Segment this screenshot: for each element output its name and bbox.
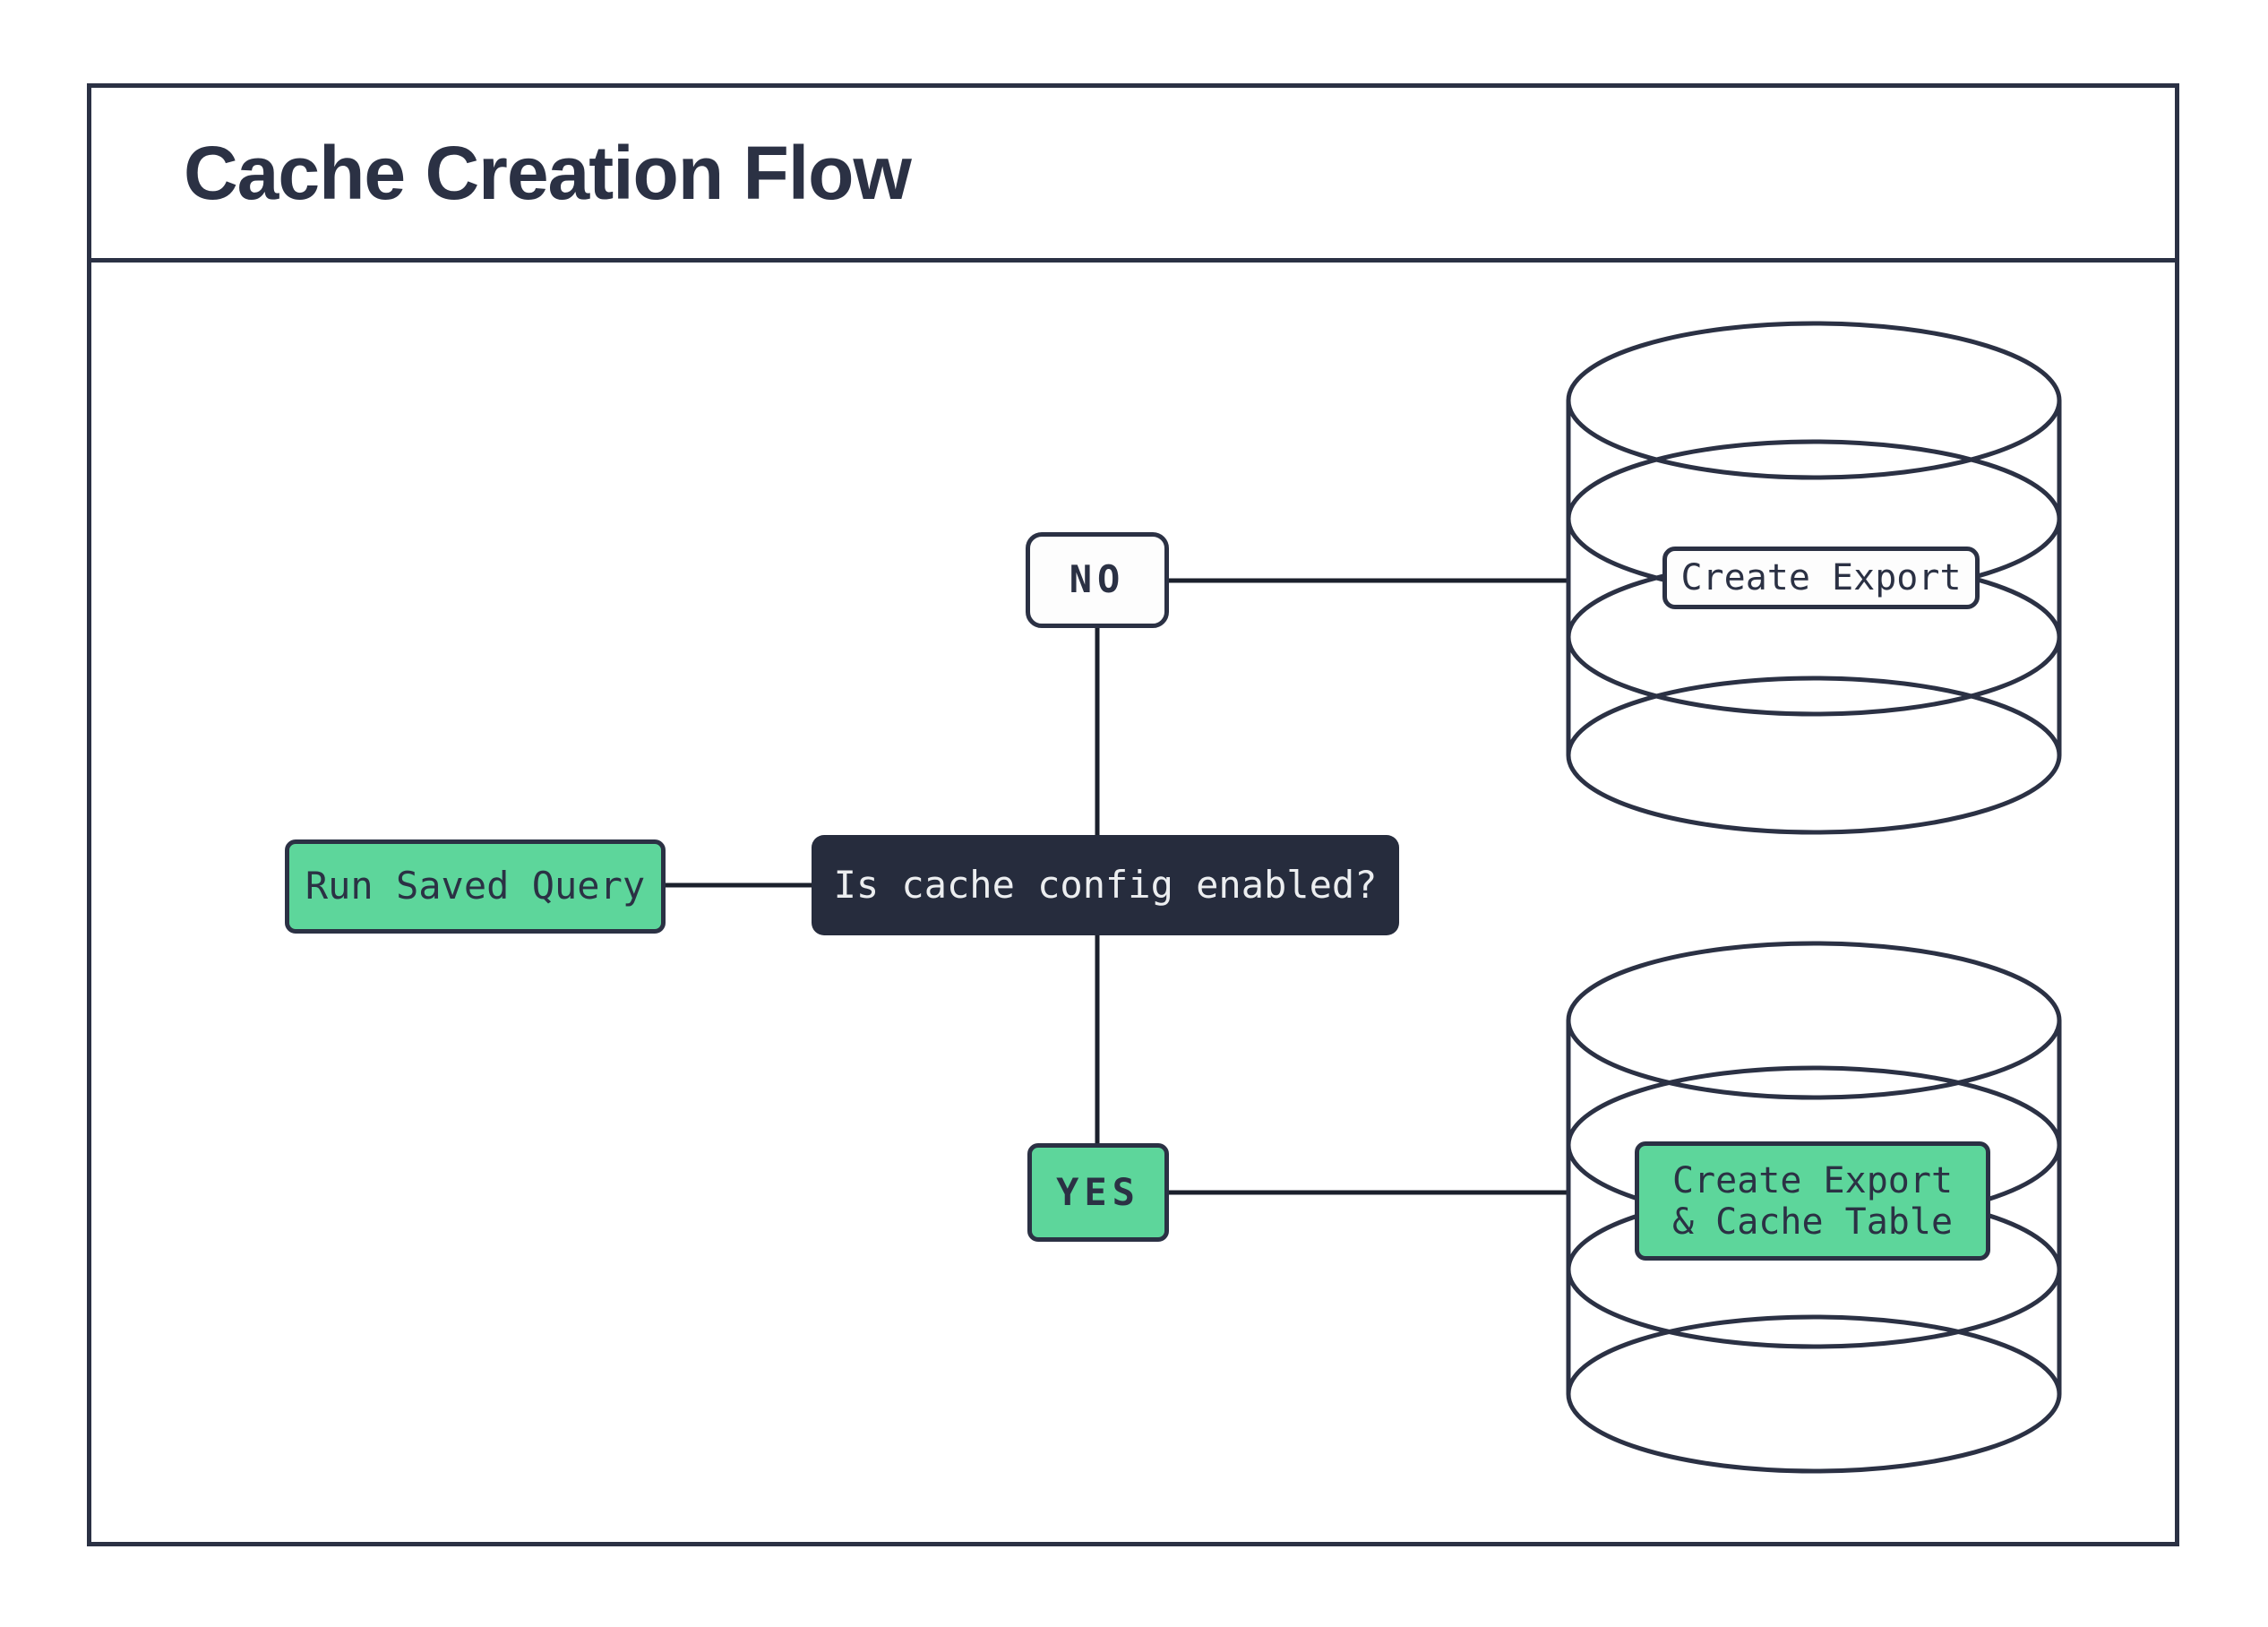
yes-branch-label: YES [1056,1169,1140,1214]
diagram-frame: Cache Creation Flow [87,83,2179,1546]
create-export-cache-line2: & Cache Table [1671,1201,1954,1243]
cylinder-disk [1566,1314,2062,1474]
yes-branch-node: YES [1027,1143,1169,1242]
page-title: Cache Creation Flow [184,130,912,215]
diagram-header: Cache Creation Flow [91,88,2175,263]
start-node-label: Run Saved Query [305,864,646,908]
decision-node: Is cache config enabled? [812,835,1399,935]
create-export-text: Create Export [1680,557,1962,598]
no-branch-node: NO [1026,532,1169,628]
start-node: Run Saved Query [285,839,666,934]
cylinder-disk [1566,941,2062,1100]
create-export-cache-line1: Create Export [1671,1159,1954,1201]
decision-node-label: Is cache config enabled? [833,862,1378,907]
no-branch-label: NO [1069,557,1126,602]
cylinder-disk [1566,321,2062,480]
cylinder-disk [1566,676,2062,835]
create-export-label: Create Export [1662,547,1980,609]
flow-connectors [666,578,1568,1195]
create-export-cache-label: Create Export & Cache Table [1635,1141,1990,1261]
